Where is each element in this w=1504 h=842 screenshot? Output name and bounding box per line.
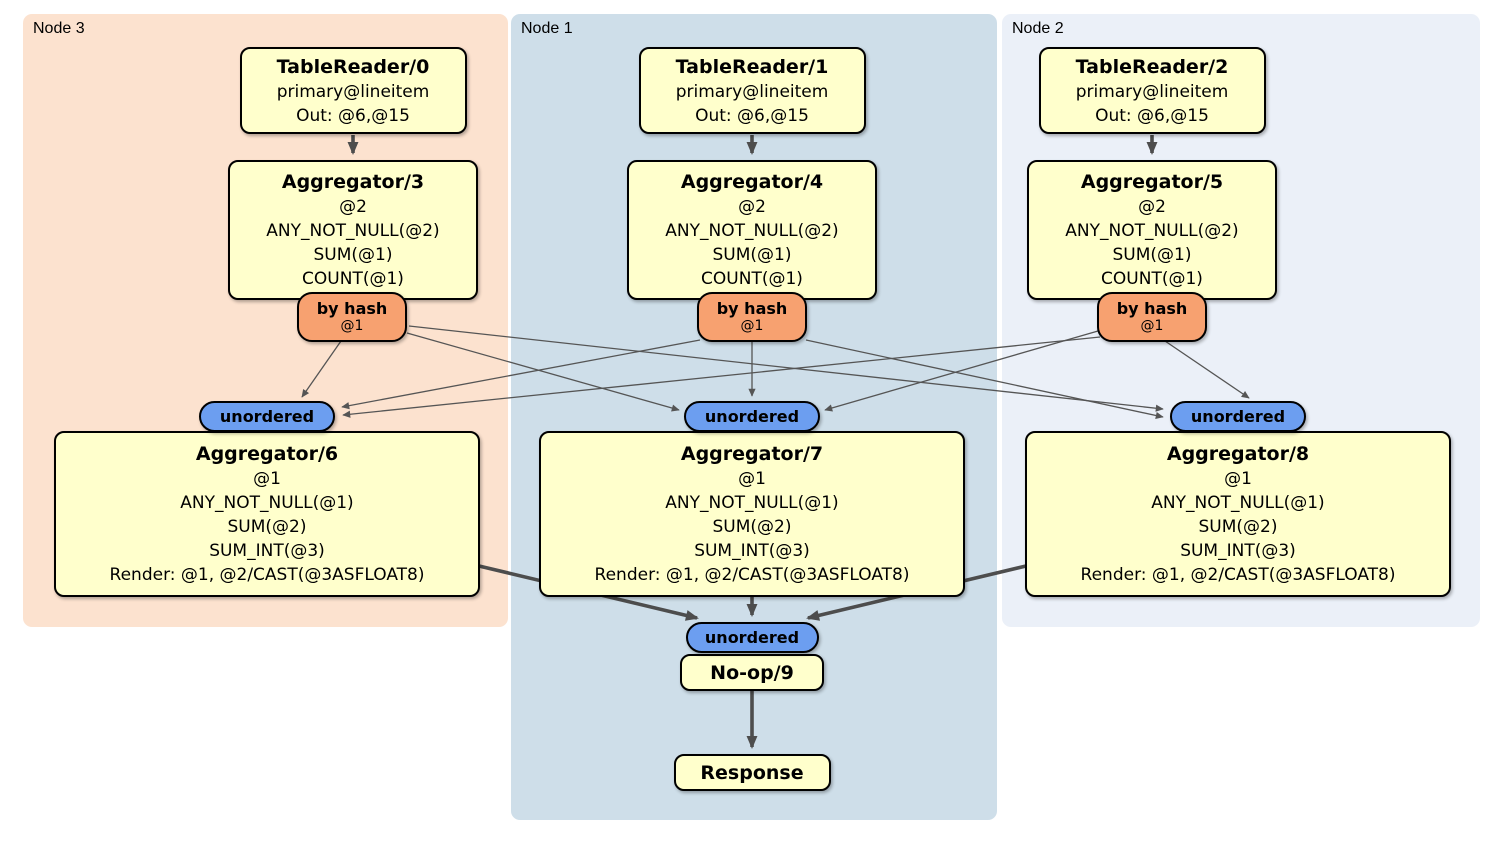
- aggregator-5-detail: COUNT(@1): [1101, 269, 1203, 289]
- tablereader-1-title: TableReader/1: [675, 55, 829, 78]
- edge-hash3-sync6: [301, 340, 342, 398]
- router-by-hash-3-pill: by hash@1: [297, 292, 407, 342]
- aggregator-7-detail: @1: [738, 469, 766, 489]
- router-by-hash-5-label: by hash: [1116, 299, 1188, 318]
- aggregator-3-title: Aggregator/3: [281, 171, 425, 193]
- tablereader-2-detail: primary@lineitem: [1075, 81, 1229, 102]
- router-by-hash-3-sub: @1: [340, 318, 364, 334]
- router-by-hash-5-sub: @1: [1140, 318, 1164, 334]
- aggregator-6-detail: @1: [253, 469, 281, 489]
- operator-no-op-9: No-op/9: [680, 654, 824, 691]
- edge-hash4-sync6: [341, 339, 701, 410]
- aggregator-3-detail: @2: [339, 197, 367, 217]
- sync-unordered-7-label: unordered: [704, 407, 800, 426]
- aggregator-7-detail: Render: @1, @2/CAST(@3ASFLOAT8): [594, 565, 910, 585]
- edge-hash3-sync8: [408, 325, 1164, 412]
- tablereader-2-detail: Out: @6,@15: [1095, 105, 1209, 126]
- aggregator-8-detail: ANY_NOT_NULL(@1): [1151, 493, 1325, 513]
- aggregator-6-detail: Render: @1, @2/CAST(@3ASFLOAT8): [109, 565, 425, 585]
- aggregator-5-detail: SUM(@1): [1112, 245, 1192, 265]
- aggregator-8-detail: SUM(@2): [1198, 517, 1278, 537]
- tablereader-1-detail: primary@lineitem: [675, 81, 829, 102]
- edge-hash5-sync7: [824, 330, 1099, 412]
- tablereader-0-detail: Out: @6,@15: [296, 105, 410, 126]
- panel-node-1-label: Node 1: [521, 20, 573, 37]
- edge-hash4-sync8: [805, 339, 1164, 420]
- aggregator-5-detail: ANY_NOT_NULL(@2): [1065, 221, 1239, 241]
- router-by-hash-4-pill: by hash@1: [697, 292, 807, 342]
- aggregator-4-detail: @2: [738, 197, 766, 217]
- response-title: Response: [700, 761, 804, 784]
- aggregator-6-detail: ANY_NOT_NULL(@1): [180, 493, 354, 513]
- aggregator-3-detail: SUM(@1): [313, 245, 393, 265]
- tablereader-1-detail: Out: @6,@15: [695, 105, 809, 126]
- aggregator-8-title: Aggregator/8: [1166, 443, 1310, 465]
- aggregator-7-title: Aggregator/7: [680, 443, 824, 465]
- router-by-hash-4-label: by hash: [716, 299, 788, 318]
- aggregator-8-detail: SUM_INT(@3): [1180, 541, 1296, 561]
- sync-unordered-6-pill: unordered: [199, 401, 335, 432]
- aggregator-7-detail: SUM(@2): [712, 517, 792, 537]
- sync-unordered-8-pill: unordered: [1170, 401, 1306, 432]
- aggregator-4-detail: COUNT(@1): [701, 269, 803, 289]
- aggregator-5-title: Aggregator/5: [1080, 171, 1224, 193]
- aggregator-4-title: Aggregator/4: [680, 171, 824, 193]
- sync-unordered-9-label: unordered: [704, 628, 800, 647]
- panel-node-3-label: Node 3: [33, 20, 85, 37]
- aggregator-5-detail: @2: [1138, 197, 1166, 217]
- sync-unordered-8-label: unordered: [1190, 407, 1286, 426]
- edge-hash5-sync6: [342, 336, 1101, 418]
- aggregator-6-detail: SUM(@2): [227, 517, 307, 537]
- panel-node-2-label: Node 2: [1012, 20, 1064, 37]
- aggregator-7-detail: SUM_INT(@3): [694, 541, 810, 561]
- aggregator-6-detail: SUM_INT(@3): [209, 541, 325, 561]
- aggregator-3-detail: COUNT(@1): [302, 269, 404, 289]
- aggregator-6-title: Aggregator/6: [195, 443, 339, 465]
- aggregator-4-detail: ANY_NOT_NULL(@2): [665, 221, 839, 241]
- router-by-hash-3-label: by hash: [316, 299, 388, 318]
- edge-hash3-sync7: [406, 332, 680, 412]
- tablereader-0-detail: primary@lineitem: [276, 81, 430, 102]
- operator-response: Response: [673, 754, 831, 791]
- aggregator-8-detail: Render: @1, @2/CAST(@3ASFLOAT8): [1080, 565, 1396, 585]
- aggregator-8-detail: @1: [1224, 469, 1252, 489]
- no-op-9-title: No-op/9: [710, 661, 794, 684]
- edge-hash5-sync8: [1164, 340, 1250, 399]
- aggregator-3-detail: ANY_NOT_NULL(@2): [266, 221, 440, 241]
- sync-unordered-7-pill: unordered: [684, 401, 820, 432]
- router-by-hash-4-sub: @1: [740, 318, 764, 334]
- router-by-hash-5-pill: by hash@1: [1097, 292, 1207, 342]
- sync-unordered-9-pill: unordered: [685, 622, 819, 653]
- aggregator-7-detail: ANY_NOT_NULL(@1): [665, 493, 839, 513]
- sync-unordered-6-label: unordered: [219, 407, 315, 426]
- tablereader-2-title: TableReader/2: [1075, 55, 1229, 78]
- tablereader-0-title: TableReader/0: [276, 55, 430, 78]
- aggregator-4-detail: SUM(@1): [712, 245, 792, 265]
